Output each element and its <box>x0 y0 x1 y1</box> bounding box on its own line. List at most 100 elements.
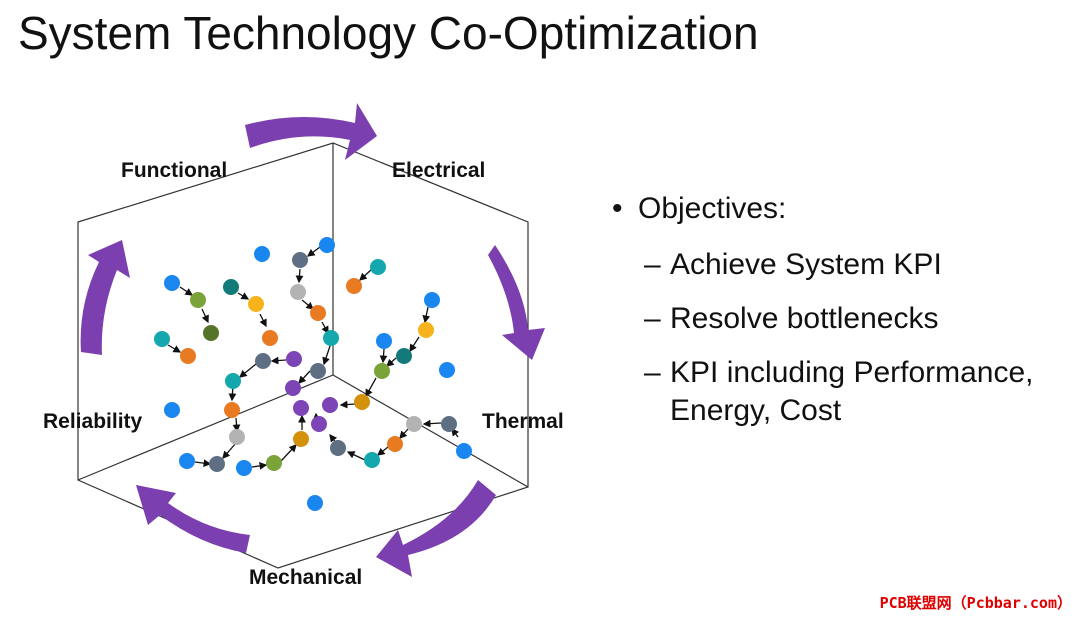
dash-marker: – <box>644 356 661 389</box>
connector <box>201 308 209 324</box>
connector <box>379 348 388 364</box>
connector <box>365 377 377 398</box>
cycle-arrow-right <box>488 245 545 360</box>
connector <box>422 419 442 428</box>
connector <box>298 370 311 384</box>
connector <box>399 428 409 439</box>
node-slate <box>441 416 457 432</box>
node-blue <box>319 237 335 253</box>
node-orange <box>262 330 278 346</box>
dash-marker: – <box>644 302 661 335</box>
connector <box>386 357 397 367</box>
node-yellow <box>418 322 434 338</box>
axis-label-reliability: Reliability <box>43 410 143 433</box>
connector <box>194 459 212 468</box>
slide-title: System Technology Co-Optimization <box>18 7 759 59</box>
node-green <box>190 292 206 308</box>
node-purple <box>285 380 301 396</box>
node-blue <box>164 402 180 418</box>
node-green <box>266 455 282 471</box>
node-darkgreen <box>203 325 219 341</box>
connector <box>409 336 420 353</box>
node-blue <box>236 460 252 476</box>
connector <box>167 344 182 353</box>
cycle-arrows <box>80 103 545 577</box>
node-gray <box>290 284 306 300</box>
node-orange <box>224 402 240 418</box>
connector <box>259 313 267 328</box>
node-blue <box>456 443 472 459</box>
connector <box>376 446 389 456</box>
connector <box>322 345 331 366</box>
node-slate <box>310 363 326 379</box>
node-gray <box>229 429 245 445</box>
node-slate <box>330 440 346 456</box>
objectives-heading: Objectives: <box>638 192 787 225</box>
node-connectors <box>167 246 460 470</box>
node-teal <box>323 330 339 346</box>
axis-label-thermal: Thermal <box>482 410 564 433</box>
node-gold <box>354 394 370 410</box>
axis-label-electrical: Electrical <box>392 159 485 182</box>
watermark: PCB联盟网（Pcbbar.com） <box>879 594 1072 612</box>
objective-item-text: Resolve bottlenecks <box>670 302 939 335</box>
node-teal <box>225 373 241 389</box>
axis-label-mechanical: Mechanical <box>249 566 362 589</box>
node-darkteal <box>396 348 412 364</box>
node-blue <box>179 453 195 469</box>
objective-item-continuation: Energy, Cost <box>670 394 842 427</box>
node-blue <box>164 275 180 291</box>
node-blue <box>254 246 270 262</box>
objectives-heading-row: • Objectives: <box>612 192 786 226</box>
node-slate <box>255 353 271 369</box>
node-teal <box>370 259 386 275</box>
connector <box>339 400 356 409</box>
objective-item: –Achieve System KPI <box>644 246 942 284</box>
connector <box>237 292 250 300</box>
node-gray <box>406 416 422 432</box>
node-blue <box>439 362 455 378</box>
node-blue <box>307 495 323 511</box>
node-orange <box>346 278 362 294</box>
connector <box>238 363 257 378</box>
node-green <box>374 363 390 379</box>
node-slate <box>292 252 308 268</box>
node-blue <box>376 333 392 349</box>
connector <box>359 268 373 281</box>
connector <box>280 444 297 462</box>
node-teal <box>154 331 170 347</box>
cycle-arrow-bottom-left <box>136 485 250 553</box>
node-teal <box>364 452 380 468</box>
stco-hexagon-diagram: Functional Electrical Thermal Reliabilit… <box>43 103 564 589</box>
axis-label-functional: Functional <box>121 159 227 182</box>
node-yellow <box>248 296 264 312</box>
connector <box>306 246 321 257</box>
node-purple <box>286 351 302 367</box>
node-blue <box>424 292 440 308</box>
objective-item-text: KPI including Performance, <box>670 356 1034 389</box>
objective-item: –Resolve bottlenecks <box>644 300 938 338</box>
node-purple <box>311 416 327 432</box>
bullet-dot: • <box>612 192 623 225</box>
node-orange <box>310 305 326 321</box>
connector <box>179 286 194 296</box>
connector <box>295 268 304 284</box>
node-darkteal <box>223 279 239 295</box>
cycle-arrow-bottom-right <box>376 480 496 577</box>
dash-marker: – <box>644 248 661 281</box>
connector <box>222 442 237 459</box>
node-orange <box>387 436 403 452</box>
nodes <box>154 237 472 511</box>
connector <box>301 299 315 310</box>
connector <box>232 417 241 433</box>
node-purple <box>322 397 338 413</box>
cycle-arrow-left <box>80 240 130 355</box>
node-slate <box>209 456 225 472</box>
node-gold <box>293 431 309 447</box>
objective-item-text: Achieve System KPI <box>670 248 942 281</box>
connector <box>251 462 268 470</box>
connector <box>346 451 366 461</box>
cycle-arrow-top <box>245 103 377 160</box>
node-orange <box>180 348 196 364</box>
connector <box>422 306 431 324</box>
